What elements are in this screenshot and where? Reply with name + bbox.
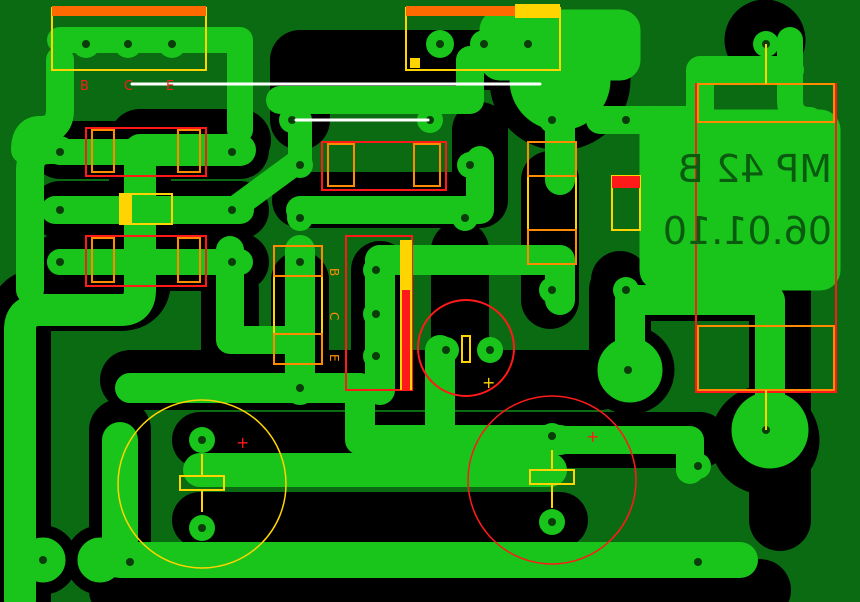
trace-center-left [216, 236, 314, 354]
label-connector-e: E [166, 79, 174, 94]
label-transistor-b: B [327, 268, 341, 276]
trace-center-top [266, 46, 484, 114]
capacitor-c3 [467, 395, 637, 565]
capacitor-c2 [117, 399, 287, 569]
pads [39, 30, 779, 575]
board-date-text: 06.01.10 [663, 209, 832, 253]
label-transistor-c: C [327, 312, 341, 320]
capacitor-c1 [417, 299, 515, 397]
pad-large-left-bottom-2 [77, 537, 123, 583]
connector-1-header [52, 6, 206, 16]
label-connector-c: C [124, 79, 133, 94]
resistor-r1 [85, 127, 207, 177]
resistor-r2 [85, 235, 207, 287]
connector-2-header [406, 6, 560, 16]
resistor-r3 [321, 141, 447, 191]
copper-zone-right [639, 109, 841, 291]
trace-left-bus [4, 134, 256, 602]
transistor-labels: B C E [327, 268, 341, 362]
label-transistor-e: E [327, 354, 341, 362]
trace-center-row [286, 146, 494, 224]
board-id-text: MP 42 B [678, 147, 832, 191]
connector-2-key [515, 4, 560, 18]
label-connector-b: B [80, 79, 89, 94]
board-marking: MP 42 B 06.01.10 [663, 147, 832, 253]
trace-right-loop [615, 285, 785, 445]
trace-main-horizontal [115, 373, 575, 455]
silkscreen-layer [51, 4, 837, 569]
plus-c2: + [236, 433, 249, 452]
plus-c1: + [482, 373, 495, 392]
connector-2-pin1 [410, 58, 420, 68]
plus-marks: + + + [236, 373, 599, 452]
plus-c3: + [586, 427, 599, 446]
silk-labels: B C E [80, 79, 174, 94]
jumpers [130, 82, 542, 122]
